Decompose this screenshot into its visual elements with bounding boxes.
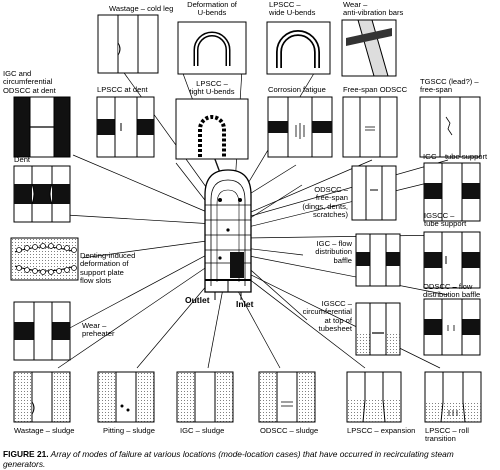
panel-odscc-free-span-dings	[351, 165, 397, 221]
label-igc-sludge: IGC – sludge	[180, 426, 225, 435]
figure-label: FIGURE 21.	[3, 449, 49, 459]
panel-dent	[13, 165, 71, 223]
label-corrosion-fatigue: Corrosion fatigue	[268, 85, 326, 94]
panel-wastage-sludge	[13, 371, 71, 423]
panel-denting-induced-deformation	[10, 237, 79, 281]
label-igc-tube-support: IGC – tube support	[423, 152, 488, 161]
label-igscc-tube-support: IGSCC – tube support	[424, 211, 467, 229]
caption-text: Array of modes of failure at various loc…	[3, 449, 454, 469]
panel-odscc-flow-distribution-baffle	[423, 298, 481, 356]
label-igc-flow-distribution-baffle: IGC – flow distribution baffle	[315, 239, 352, 265]
label-lpscc-at-dent: LPSCC at dent	[97, 85, 148, 94]
panel-wear-anti-vibration-bars	[341, 19, 397, 77]
panel-wastage-cold-leg	[97, 14, 159, 74]
label-wear-anti-vibration-bars: Wear – anti-vibration bars	[343, 0, 404, 18]
panel-igc-sludge	[176, 371, 234, 423]
label-igc-odscc-at-dent: IGC and circumferential ODSCC at dent	[3, 69, 56, 95]
steam-generator-schematic	[204, 169, 252, 300]
panel-igc-flow-distribution-baffle	[355, 233, 401, 287]
panel-igc-tube-support	[423, 162, 481, 222]
panel-lpscc-wide-u-bends	[266, 21, 331, 75]
label-lpscc-tight-u-bends: LPSCC – tight U-bends	[189, 79, 235, 97]
panel-corrosion-fatigue	[267, 96, 333, 158]
label-free-span-odscc: Free-span ODSCC	[343, 85, 408, 94]
panel-lpscc-tight-u-bends	[175, 98, 249, 160]
label-lpscc-expansion: LPSCC – expansion	[347, 426, 416, 435]
label-pitting-sludge: Pitting – sludge	[103, 426, 155, 435]
panel-lpscc-at-dent	[96, 96, 155, 158]
panel-lpscc-expansion	[346, 371, 402, 423]
label-wear-preheater: Wear – preheater	[82, 321, 115, 339]
label-odscc-sludge: ODSCC – sludge	[260, 426, 319, 435]
label-deformation-u-bends: Deformation of U-bends	[187, 0, 237, 18]
label-wastage-cold-leg: Wastage – cold leg	[109, 4, 174, 13]
label-lpscc-roll-transition: LPSCC – roll transition	[425, 426, 469, 444]
label-odscc-free-span: ODSCC – free-span (dings, dents, scratch…	[302, 185, 348, 220]
label-outlet: Outlet	[185, 295, 210, 305]
panel-igscc-tube-support	[423, 231, 481, 289]
label-igscc-circumferential: IGSCC – circumferential at top of tubesh…	[302, 299, 352, 334]
panel-wear-preheater	[13, 301, 71, 361]
label-dent: Dent	[14, 155, 31, 164]
label-tgscc-free-span: TGSCC (lead?) – free-span	[420, 77, 479, 95]
label-lpscc-wide-u-bends: LPSCC – wide U-bends	[269, 0, 316, 18]
label-odscc-flow-distribution-baffle: ODSCC – flow distribution baffle	[423, 282, 481, 300]
panel-lpscc-roll-transition	[424, 371, 482, 423]
figure-caption: FIGURE 21. Array of modes of failure at …	[3, 449, 497, 469]
panel-tgscc-free-span	[419, 96, 481, 158]
panel-igscc-circumferential	[355, 302, 401, 356]
panel-igc-odscc-at-dent	[13, 96, 71, 158]
label-denting-induced-deformation: Denting-induced deformation of support p…	[80, 251, 136, 286]
label-inlet: Inlet	[236, 299, 254, 309]
panel-free-span-odscc	[342, 96, 398, 158]
panel-deformation-u-bends	[177, 21, 247, 75]
label-wastage-sludge: Wastage – sludge	[14, 426, 75, 435]
panel-odscc-sludge	[258, 371, 316, 423]
panel-pitting-sludge	[97, 371, 155, 423]
